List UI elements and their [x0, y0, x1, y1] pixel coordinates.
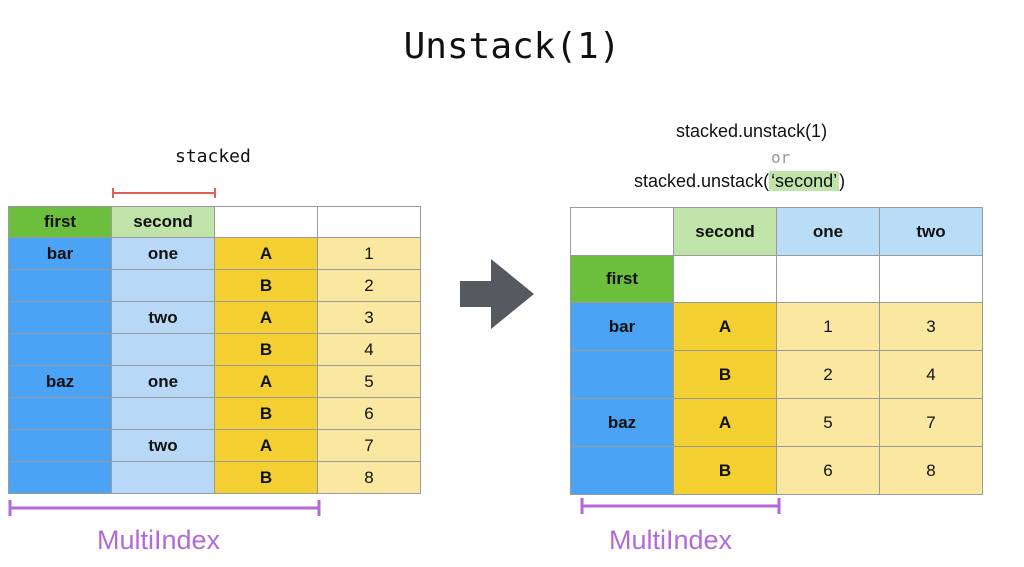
multiindex-bracket-right — [580, 498, 781, 514]
value-cell: 8 — [880, 447, 983, 495]
header-blank — [777, 256, 880, 303]
index-cell: A — [215, 238, 318, 270]
value-cell: 3 — [318, 302, 421, 334]
header-blank — [318, 207, 421, 238]
first-cell: baz — [571, 399, 674, 447]
code-unstack-second: stacked.unstack(‘second’) — [634, 171, 845, 192]
value-cell: 2 — [777, 351, 880, 399]
index-cell: B — [674, 351, 777, 399]
value-cell: 4 — [318, 334, 421, 366]
first-cell — [9, 302, 112, 334]
index-cell: A — [215, 430, 318, 462]
first-cell — [9, 334, 112, 366]
header-corner — [571, 208, 674, 256]
index-cell: A — [215, 302, 318, 334]
index-cell: B — [674, 447, 777, 495]
header-first: first — [9, 207, 112, 238]
second-cell — [112, 462, 215, 494]
value-cell: 3 — [880, 303, 983, 351]
value-cell: 1 — [777, 303, 880, 351]
second-cell: two — [112, 302, 215, 334]
value-cell: 5 — [318, 366, 421, 398]
first-cell: bar — [9, 238, 112, 270]
value-cell: 4 — [880, 351, 983, 399]
stacked-table: first second bar one A 1 B 2 two A 3 B 4… — [8, 206, 421, 494]
header-two: two — [880, 208, 983, 256]
value-cell: 8 — [318, 462, 421, 494]
header-one: one — [777, 208, 880, 256]
page-title: Unstack(1) — [403, 26, 621, 67]
index-cell: B — [215, 334, 318, 366]
second-column-bracket — [112, 188, 216, 198]
header-blank — [880, 256, 983, 303]
stacked-label: stacked — [175, 146, 251, 167]
value-cell: 2 — [318, 270, 421, 302]
index-cell: A — [674, 399, 777, 447]
index-cell: A — [215, 366, 318, 398]
first-cell — [571, 351, 674, 399]
second-cell — [112, 270, 215, 302]
second-cell: two — [112, 430, 215, 462]
first-cell — [9, 398, 112, 430]
multiindex-label-left: MultiIndex — [97, 525, 221, 555]
header-second: second — [112, 207, 215, 238]
value-cell: 6 — [318, 398, 421, 430]
header-blank — [674, 256, 777, 303]
first-cell — [571, 447, 674, 495]
second-cell: one — [112, 366, 215, 398]
code-unstack-1: stacked.unstack(1) — [676, 121, 828, 141]
first-cell — [9, 270, 112, 302]
index-cell: A — [674, 303, 777, 351]
code-or: or — [771, 148, 791, 167]
first-cell: baz — [9, 366, 112, 398]
first-cell — [9, 462, 112, 494]
index-cell: B — [215, 462, 318, 494]
code-unstack-prefix: stacked.unstack( — [634, 171, 770, 191]
unstacked-table: second one two first bar A 1 3 B 2 4 baz… — [570, 207, 983, 495]
multiindex-bracket-left — [8, 500, 321, 516]
value-cell: 7 — [880, 399, 983, 447]
value-cell: 6 — [777, 447, 880, 495]
header-first: first — [571, 256, 674, 303]
header-blank — [215, 207, 318, 238]
first-cell: bar — [571, 303, 674, 351]
code-second-arg: ‘second’ — [769, 171, 840, 191]
multiindex-label-right: MultiIndex — [609, 525, 733, 555]
code-unstack-suffix: ) — [839, 171, 846, 191]
value-cell: 7 — [318, 430, 421, 462]
header-second: second — [674, 208, 777, 256]
value-cell: 1 — [318, 238, 421, 270]
second-cell — [112, 334, 215, 366]
value-cell: 5 — [777, 399, 880, 447]
second-cell — [112, 398, 215, 430]
arrow-right-icon — [460, 259, 534, 329]
index-cell: B — [215, 270, 318, 302]
first-cell — [9, 430, 112, 462]
index-cell: B — [215, 398, 318, 430]
second-cell: one — [112, 238, 215, 270]
